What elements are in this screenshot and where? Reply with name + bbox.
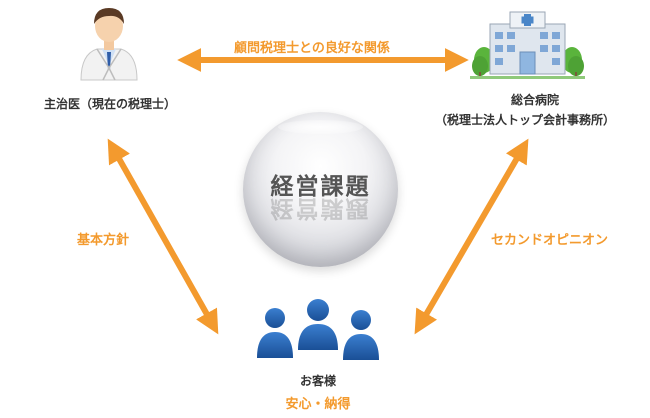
arrow-right <box>414 138 529 335</box>
arrow-left <box>107 138 219 335</box>
edge-label-left: 基本方針 <box>77 233 130 248</box>
hospital-icon <box>470 11 585 79</box>
doctor-label: 主治医（現在の税理士） <box>43 97 176 111</box>
edge-label-top: 顧問税理士との良好な関係 <box>234 41 390 56</box>
center-sphere: 経営課題 経営課題 <box>243 112 398 267</box>
customers-icon <box>257 299 379 360</box>
customers-label: お客様 <box>299 374 336 388</box>
doctor-icon <box>80 8 138 81</box>
customers-sublabel: 安心・納得 <box>285 397 351 412</box>
center-title: 経営課題 <box>270 174 371 200</box>
hospital-label-line1: 総合病院 <box>510 93 559 107</box>
center-title-reflection: 経営課題 <box>270 195 371 221</box>
hospital-label-line2: （税理士法人トップ会計事務所） <box>434 113 615 127</box>
edge-label-right: セカンドオピニオン <box>491 233 609 248</box>
